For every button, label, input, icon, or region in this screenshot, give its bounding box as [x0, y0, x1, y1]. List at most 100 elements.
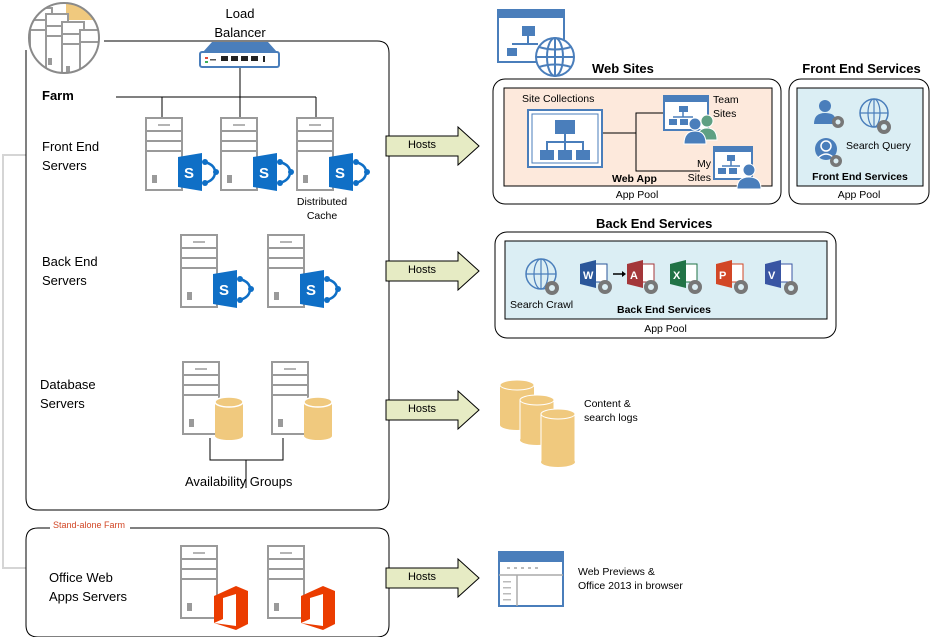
database-label-line-2: Servers	[40, 396, 85, 411]
sharepoint-icon: S	[329, 153, 370, 191]
farm-link-bracket	[2, 154, 26, 569]
web-sites-title: Web Sites	[592, 61, 654, 76]
web-previews-line-2: Office 2013 in browser	[578, 580, 683, 592]
front-end-services-app-pool-label: App Pool	[837, 189, 881, 201]
hosts-arrow-label-1: Hosts	[407, 139, 437, 151]
hosts-arrow-label-4: Hosts	[407, 571, 437, 583]
excel-service-icon: X	[670, 260, 702, 294]
back-end-services-app-pool-label: App Pool	[644, 323, 687, 335]
web-previews-browser-icon	[498, 551, 564, 607]
back-end-servers-label: Back End Servers	[42, 252, 98, 290]
back-end-services-box	[494, 231, 837, 339]
site-collections-label: Site Collections	[522, 93, 595, 105]
office-web-apps-server-1	[180, 545, 218, 619]
load-balancer-label-line-1: Load	[225, 6, 255, 21]
svg-text:S: S	[219, 282, 229, 299]
my-sites-line-1: My	[697, 158, 711, 170]
web-app-label: Web App	[612, 173, 657, 185]
search-crawl-globe-icon	[525, 258, 559, 295]
front-end-services-inner-box	[796, 87, 924, 187]
sharepoint-icon: S	[213, 270, 254, 308]
load-balancer-label-line-2: Balancer	[214, 25, 266, 40]
word-to-access-arrowhead	[622, 271, 626, 277]
sharepoint-icon: S	[300, 270, 341, 308]
distributed-cache-line-1: Distributed	[296, 196, 348, 208]
database-server-2	[271, 361, 309, 435]
svg-text:S: S	[306, 282, 316, 299]
database-icon	[214, 396, 244, 440]
back-end-label-line-1: Back End	[42, 254, 98, 269]
web-sites-app-pool-label: App Pool	[615, 189, 659, 201]
svg-text:X: X	[673, 270, 681, 282]
front-end-services-box	[788, 78, 930, 205]
front-end-label-line-1: Front End	[42, 139, 100, 154]
search-user-service-icon	[815, 138, 842, 167]
availability-groups-label: Availability Groups	[185, 474, 293, 489]
site-tree-branch	[635, 112, 700, 172]
load-balancer-label: Load Balancer	[208, 4, 272, 42]
svg-text:S: S	[184, 165, 194, 182]
back-end-services-inner-title: Back End Services	[617, 304, 711, 316]
svg-text:V: V	[768, 270, 776, 282]
content-database-icon	[499, 379, 576, 467]
office-web-apps-label: Office Web Apps Servers	[49, 568, 127, 606]
sharepoint-icon: S	[178, 153, 219, 191]
team-sites-line-1: Team	[713, 94, 739, 106]
powerpoint-service-icon: P	[716, 260, 748, 294]
office-web-apps-line-2: Apps Servers	[49, 589, 128, 604]
distributed-cache-line-2: Cache	[306, 210, 338, 222]
hosts-arrow-3	[385, 389, 480, 431]
word-service-icon: W	[580, 260, 612, 294]
database-server-1	[182, 361, 220, 435]
user-service-icon	[814, 100, 844, 128]
team-sites-icon	[663, 95, 718, 145]
back-end-server-2	[267, 234, 305, 308]
hosts-arrows	[385, 125, 480, 599]
front-end-server-1	[145, 117, 183, 191]
visio-service-icon: V	[765, 260, 798, 295]
my-sites-label: My Sites	[685, 157, 711, 185]
team-sites-label: Team Sites	[713, 93, 739, 121]
database-label-line-1: Database	[40, 377, 96, 392]
back-end-server-1	[180, 234, 218, 308]
svg-text:A: A	[630, 270, 638, 282]
office-web-apps-server-2	[267, 545, 305, 619]
search-query-globe-icon	[859, 98, 891, 134]
site-collections-icon	[527, 109, 603, 168]
distributed-cache-label: Distributed Cache	[290, 195, 354, 223]
svg-text:P: P	[719, 270, 726, 282]
search-crawl-label: Search Crawl	[510, 299, 574, 311]
web-previews-line-1: Web Previews &	[578, 566, 655, 578]
back-end-label-line-2: Servers	[42, 273, 87, 288]
front-end-services-title: Front End Services	[802, 61, 921, 76]
hosts-arrow-label-2: Hosts	[407, 264, 437, 276]
svg-text:S: S	[259, 165, 269, 182]
front-end-server-3	[296, 117, 334, 191]
front-end-label-line-2: Servers	[42, 158, 87, 173]
web-previews-label: Web Previews & Office 2013 in browser	[578, 565, 683, 593]
farm-title: Farm	[42, 88, 74, 103]
svg-text:W: W	[583, 270, 594, 282]
team-sites-line-2: Sites	[713, 108, 737, 120]
office-icon	[214, 586, 248, 630]
hosts-arrow-1	[385, 125, 480, 167]
web-sites-box	[492, 78, 782, 205]
content-label-line-2: search logs	[584, 412, 638, 424]
content-label-line-1: Content &	[584, 398, 631, 410]
load-balancer-icon	[199, 42, 280, 68]
database-servers-label: Database Servers	[40, 375, 96, 413]
hosts-arrow-2	[385, 250, 480, 292]
standalone-farm-box	[25, 527, 390, 637]
my-sites-line-2: Sites	[687, 172, 711, 184]
sharepoint-icon: S	[253, 153, 294, 191]
hosts-arrow-4	[385, 557, 480, 599]
front-end-server-2	[220, 117, 258, 191]
content-search-logs-label: Content & search logs	[584, 397, 638, 425]
database-icon	[303, 396, 333, 440]
farm-box	[25, 40, 390, 511]
back-end-services-title: Back End Services	[596, 216, 713, 231]
access-service-icon: A	[627, 260, 658, 294]
office-web-apps-line-1: Office Web	[49, 570, 113, 585]
